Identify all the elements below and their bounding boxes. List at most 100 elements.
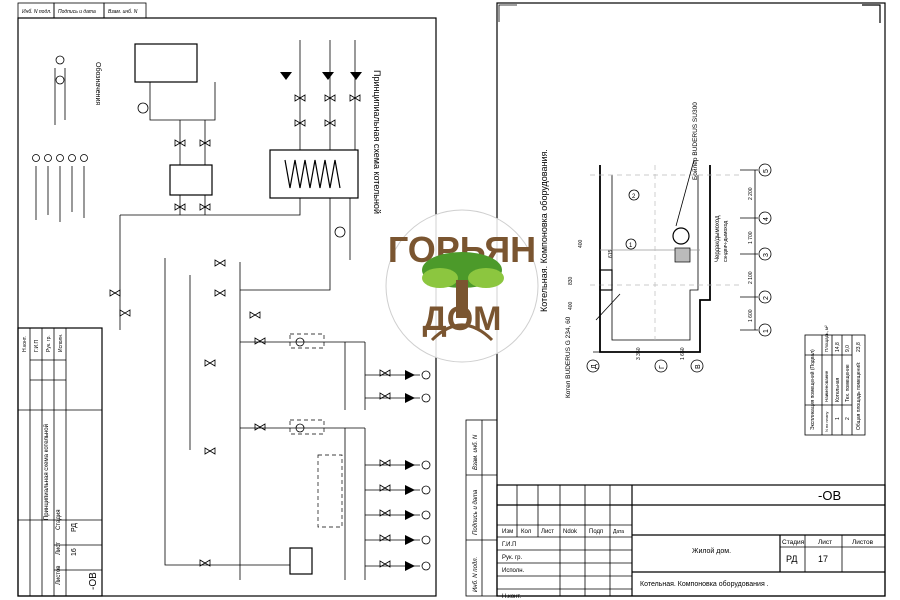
circuit-outputs bbox=[280, 72, 431, 571]
explication-row2-area: 9,0 bbox=[845, 345, 851, 352]
left-tb-stage-value: РД bbox=[71, 523, 78, 532]
axis-2: 2 bbox=[763, 296, 770, 300]
right-tb-col-ndok: Ndok bbox=[563, 529, 578, 535]
right-tb-col-podp: Подп bbox=[589, 529, 603, 535]
left-stamp-cell-3: Взам. инб. N bbox=[108, 9, 138, 15]
left-tb-sheet-title: Принципиальная схема котельной bbox=[43, 424, 50, 520]
left-tb-role-4: Н.конт. bbox=[22, 336, 28, 352]
logo-watermark: ГОРЬЯН ДОМ bbox=[385, 209, 539, 363]
dim-v2: 2 100 bbox=[748, 271, 754, 284]
left-tb-sheets-label: Листов bbox=[56, 566, 62, 586]
dimensions: 3 350 1 650 1 600 2 100 1 700 2 200 400 … bbox=[568, 187, 754, 360]
right-layout-title: Котельная. Компоновка оборудования. bbox=[539, 149, 549, 312]
axis-letters bbox=[586, 351, 704, 373]
dim-d1: 400 bbox=[578, 239, 584, 248]
valves bbox=[109, 94, 391, 568]
left-legend: Обозначения bbox=[32, 55, 102, 222]
right-tb-col-data: Дата bbox=[613, 529, 624, 535]
floor-plan: 2 1 bbox=[590, 159, 740, 353]
left-sheet: Инб. N подл. Подпись и дата Взам. инб. N… bbox=[17, 2, 437, 597]
left-legend-title: Обозначения bbox=[94, 62, 102, 105]
left-tb-role-2: Рук. гр. bbox=[46, 335, 52, 352]
left-tb-sheet-value: 16 bbox=[71, 548, 78, 556]
boiler-with-coil bbox=[269, 149, 359, 199]
explication-table: Экспликация помещений (Подвал) N по план… bbox=[804, 325, 866, 436]
chimney-label: Чердак/дымоход bbox=[715, 215, 721, 262]
boiler-box bbox=[599, 269, 613, 291]
right-tb-col-list: Лист bbox=[541, 529, 554, 535]
right-tb-col-kol: Кол bbox=[521, 529, 532, 535]
explication-total-label: Общая площадь помещений: bbox=[855, 362, 862, 430]
right-tb-sheet-value: 17 bbox=[818, 554, 828, 564]
right-tb-role-rukgr: Рук. гр. bbox=[502, 555, 522, 561]
explication-total-value: 23,8 bbox=[856, 342, 862, 352]
dim-h1: 3 350 bbox=[636, 347, 642, 360]
right-tb-stage-value: РД bbox=[786, 554, 798, 564]
axis-3: 3 bbox=[763, 253, 770, 257]
left-stamp-cell-2: Подпись и дата bbox=[58, 9, 96, 15]
logo-bottom-text: ДОМ bbox=[423, 300, 502, 338]
right-tb-object: Жилой дом. bbox=[692, 547, 731, 555]
explication-title: Экспликация помещений (Подвал) bbox=[809, 349, 816, 430]
explication-header-area: Площадь, м² bbox=[824, 325, 829, 352]
explication-row2-name: Тех. помещение bbox=[845, 364, 851, 402]
left-title-block: Стадия Лист Листов РД 16 -ОВ Принципиаль… bbox=[17, 327, 103, 597]
axis-5: 5 bbox=[763, 169, 770, 173]
tree-icon bbox=[422, 252, 504, 342]
dim-v4: 2 200 bbox=[748, 187, 754, 200]
right-stamp-cell-2: Подпись и дата bbox=[473, 489, 479, 535]
boiler-label: Котел BUDERUS G 234, 60 bbox=[565, 316, 572, 398]
expansion-tank bbox=[134, 43, 198, 83]
left-stamp-cell-1: Инб. N подл. bbox=[22, 9, 51, 15]
schematic-equipment bbox=[134, 43, 359, 575]
explication-row1-name: Котельная bbox=[835, 378, 841, 402]
axis-numbers bbox=[740, 163, 772, 337]
room-number-1: 1 bbox=[629, 243, 633, 249]
chimney-sub: сэндвич-дымоход bbox=[723, 221, 729, 262]
dim-h2: 1 650 bbox=[680, 347, 686, 360]
right-tb-role-nkont: Н.конт. bbox=[502, 594, 521, 600]
right-tb-sheets-label: Листов bbox=[852, 539, 874, 546]
boiler-tank-label: Бойлер BUDERUS SU300 bbox=[691, 102, 699, 180]
left-tb-role-3: Исполн. bbox=[58, 333, 64, 352]
explication-row2-num: 2 bbox=[845, 417, 851, 420]
axis-1: 1 bbox=[763, 329, 770, 333]
right-side-stamp: Инб. N подл. Подпись и дата Взам. инб. N bbox=[465, 419, 498, 597]
explication-header-name: Наименование bbox=[824, 370, 829, 402]
right-tb-code: -ОВ bbox=[818, 488, 841, 503]
lower-tank bbox=[289, 547, 313, 575]
hydraulic-separator bbox=[169, 164, 213, 196]
axis-G: Г bbox=[659, 365, 666, 369]
boiler-tank-circle bbox=[672, 227, 690, 245]
explication-row1-area: 14,8 bbox=[835, 342, 841, 352]
left-tb-sheet-label: Лист bbox=[56, 542, 62, 555]
room-number-2: 2 bbox=[632, 194, 636, 200]
explication-row1-num: 1 bbox=[835, 417, 841, 420]
left-tb-stage-label: Стадия bbox=[56, 510, 62, 530]
right-tb-role-ispoln: Исполн. bbox=[502, 568, 525, 574]
schematic-pipes bbox=[119, 40, 366, 580]
right-tb-stage-label: Стадия bbox=[782, 539, 805, 546]
dim-d3: 400 bbox=[568, 301, 574, 310]
left-tb-role-1: Г.И.П bbox=[34, 340, 40, 352]
right-tb-col-izm: Изм bbox=[502, 529, 513, 535]
right-sheet-frame bbox=[496, 2, 886, 597]
dim-d4: 615 bbox=[608, 249, 614, 258]
right-stamp-cell-3: Взам. инб. N bbox=[473, 434, 479, 470]
left-top-stamp: Инб. N подл. Подпись и дата Взам. инб. N bbox=[17, 2, 147, 19]
right-stamp-cell-1: Инб. N подл. bbox=[473, 557, 479, 592]
axis-4: 4 bbox=[763, 217, 770, 221]
axis-V: В bbox=[695, 364, 702, 369]
left-schema-title: Принципиальная схема котельной bbox=[372, 70, 382, 214]
dim-d2: 830 bbox=[568, 276, 574, 285]
right-tb-sheet-label: Лист bbox=[818, 539, 832, 546]
dim-v3: 1 700 bbox=[748, 231, 754, 244]
dim-v1: 1 600 bbox=[748, 309, 754, 322]
right-tb-sheet-title: Котельная. Компоновка оборудования . bbox=[640, 580, 769, 588]
right-sheet: Инб. N подл. Подпись и дата Взам. инб. N… bbox=[465, 2, 886, 600]
explication-header-num: N по плану bbox=[824, 412, 829, 432]
axis-D: Д bbox=[591, 364, 598, 369]
left-tb-code: -ОВ bbox=[88, 572, 99, 590]
right-tb-role-gip: Г.И.П bbox=[502, 542, 516, 548]
